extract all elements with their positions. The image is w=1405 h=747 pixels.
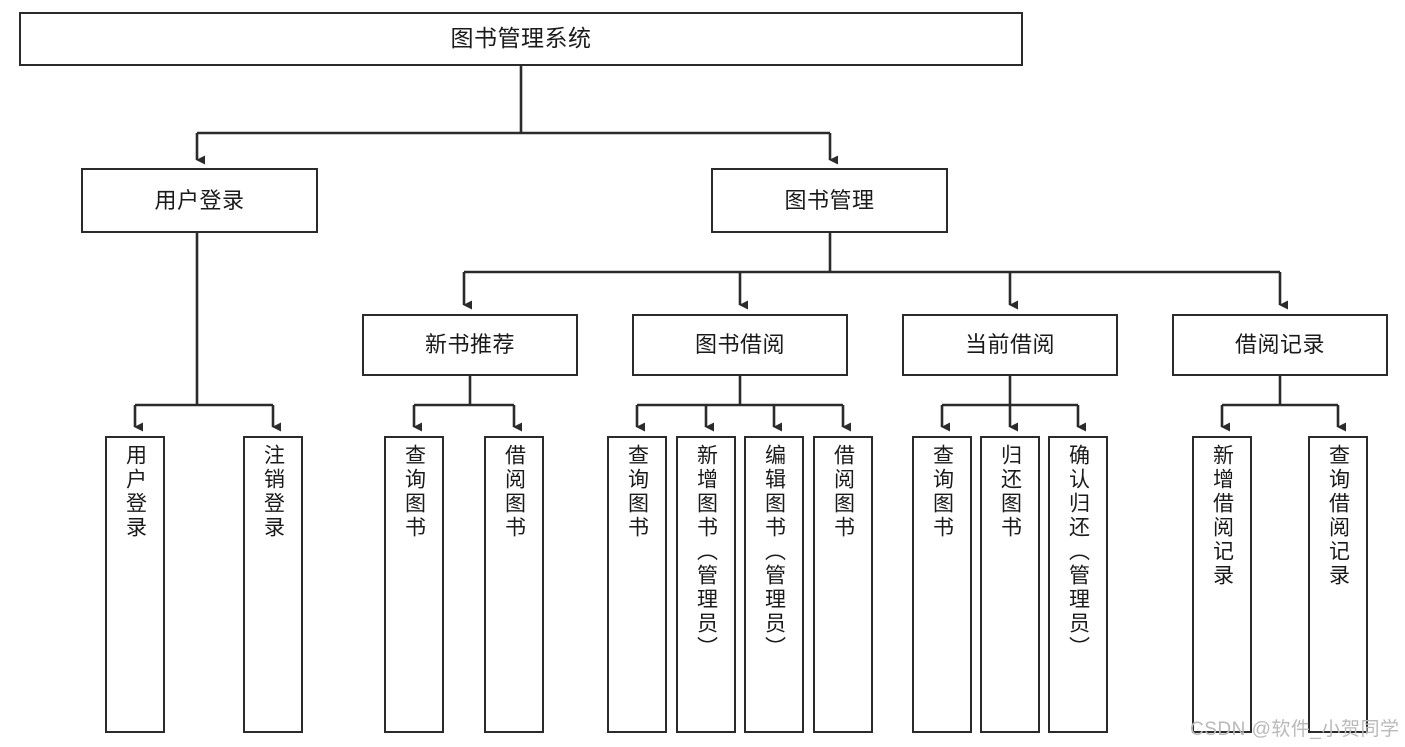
leaf-current-borrow-confirm-return-label: 确认归还（管理员） <box>1066 444 1090 660</box>
leaf-current-borrow-return-label: 归还图书 <box>998 444 1022 540</box>
leaf-book-borrow-borrow-label: 借阅图书 <box>831 444 855 540</box>
node-user-login-label: 用户登录 <box>154 187 245 213</box>
leaf-current-borrow-return[interactable]: 归还图书 <box>980 436 1040 733</box>
node-current-borrow-label: 当前借阅 <box>964 332 1055 358</box>
leaf-book-borrow-edit[interactable]: 编辑图书（管理员） <box>744 436 804 733</box>
node-new-book-recommend-label: 新书推荐 <box>424 332 515 358</box>
leaf-user-login-login-label: 用户登录 <box>123 444 147 540</box>
leaf-book-borrow-query-label: 查询图书 <box>625 444 649 540</box>
node-borrow-record-label: 借阅记录 <box>1234 332 1325 358</box>
leaf-user-login-logout[interactable]: 注销登录 <box>243 436 303 733</box>
leaf-new-book-query[interactable]: 查询图书 <box>384 436 444 733</box>
leaf-user-login-login[interactable]: 用户登录 <box>105 436 165 733</box>
leaf-borrow-record-query[interactable]: 查询借阅记录 <box>1308 436 1368 733</box>
node-book-borrow[interactable]: 图书借阅 <box>632 314 848 376</box>
leaf-book-borrow-borrow[interactable]: 借阅图书 <box>813 436 873 733</box>
node-book-management-label: 图书管理 <box>784 187 875 213</box>
leaf-book-borrow-add[interactable]: 新增图书（管理员） <box>676 436 736 733</box>
node-book-management[interactable]: 图书管理 <box>711 168 948 233</box>
leaf-book-borrow-add-label: 新增图书（管理员） <box>694 444 718 660</box>
leaf-new-book-query-label: 查询图书 <box>402 444 426 540</box>
leaf-borrow-record-add-label: 新增借阅记录 <box>1210 444 1234 588</box>
leaf-new-book-borrow-label: 借阅图书 <box>502 444 526 540</box>
node-borrow-record[interactable]: 借阅记录 <box>1172 314 1388 376</box>
node-root-system[interactable]: 图书管理系统 <box>19 12 1023 66</box>
node-root-system-label: 图书管理系统 <box>450 25 592 52</box>
leaf-book-borrow-query[interactable]: 查询图书 <box>607 436 667 733</box>
node-user-login[interactable]: 用户登录 <box>81 168 318 233</box>
leaf-user-login-logout-label: 注销登录 <box>261 444 285 540</box>
leaf-borrow-record-add[interactable]: 新增借阅记录 <box>1192 436 1252 733</box>
node-current-borrow[interactable]: 当前借阅 <box>902 314 1118 376</box>
leaf-current-borrow-query-label: 查询图书 <box>930 444 954 540</box>
leaf-current-borrow-confirm-return[interactable]: 确认归还（管理员） <box>1048 436 1108 733</box>
leaf-book-borrow-edit-label: 编辑图书（管理员） <box>762 444 786 660</box>
leaf-new-book-borrow[interactable]: 借阅图书 <box>484 436 544 733</box>
leaf-borrow-record-query-label: 查询借阅记录 <box>1326 444 1350 588</box>
node-book-borrow-label: 图书借阅 <box>694 332 785 358</box>
node-new-book-recommend[interactable]: 新书推荐 <box>362 314 578 376</box>
leaf-current-borrow-query[interactable]: 查询图书 <box>912 436 972 733</box>
